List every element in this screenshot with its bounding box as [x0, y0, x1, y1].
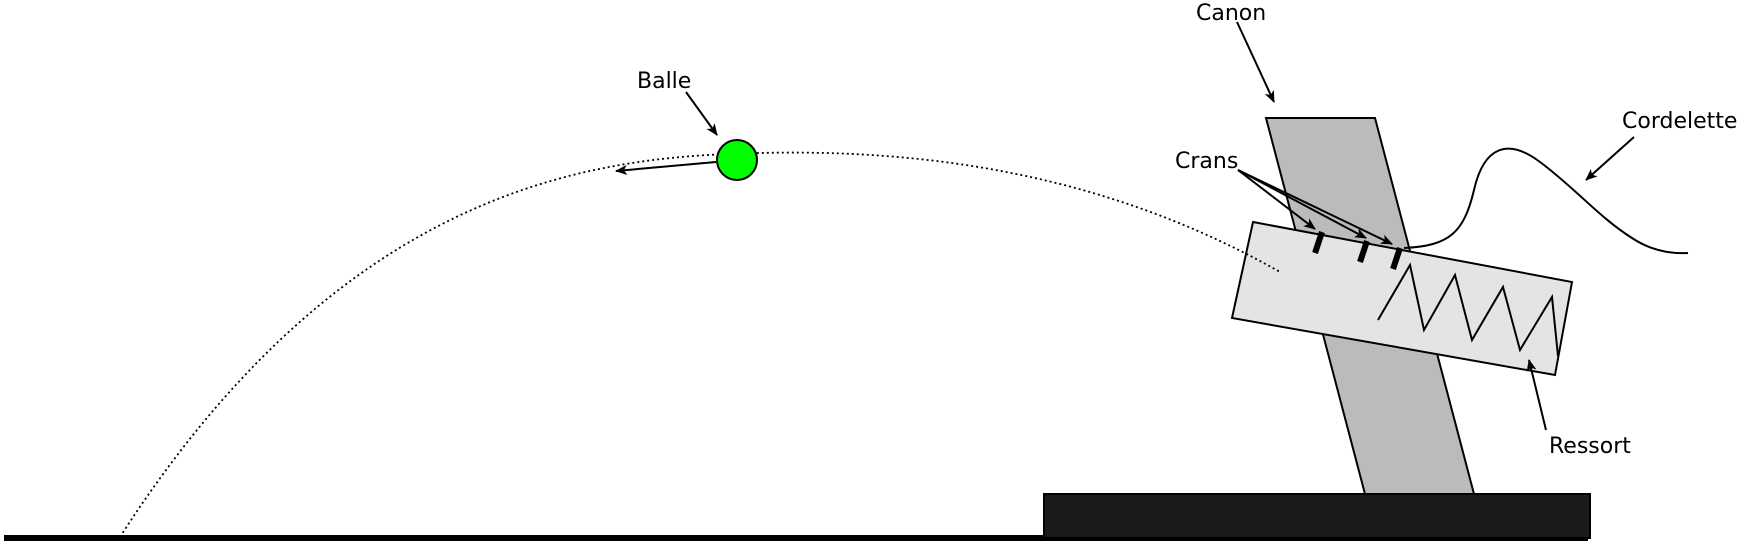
cannon-base — [1043, 493, 1591, 539]
balle-leader-arrow — [685, 91, 718, 136]
spring-housing — [1230, 220, 1574, 377]
cordelette-leader-arrow — [1585, 136, 1635, 181]
balle-label: Balle — [637, 69, 691, 94]
velocity-arrow — [615, 161, 717, 175]
ressort-label: Ressort — [1549, 434, 1631, 459]
ground-line — [4, 535, 1588, 541]
crans-label: Crans — [1175, 149, 1238, 174]
trajectory-curve — [119, 151, 1281, 538]
ressort-leader-arrow — [1526, 359, 1547, 431]
ball — [716, 139, 758, 181]
canon-label: Canon — [1196, 1, 1266, 26]
crans-leader-arrow-1 — [1237, 169, 1316, 230]
cordelette-label: Cordelette — [1622, 109, 1737, 134]
notch-2 — [1357, 240, 1370, 263]
notch-1 — [1312, 231, 1325, 254]
notch-3 — [1390, 247, 1403, 270]
canon-leader-arrow — [1236, 21, 1275, 103]
crans-leader-arrow-3 — [1237, 169, 1393, 245]
spring-zigzag — [1377, 262, 1559, 357]
cordelette-string — [1403, 147, 1689, 255]
